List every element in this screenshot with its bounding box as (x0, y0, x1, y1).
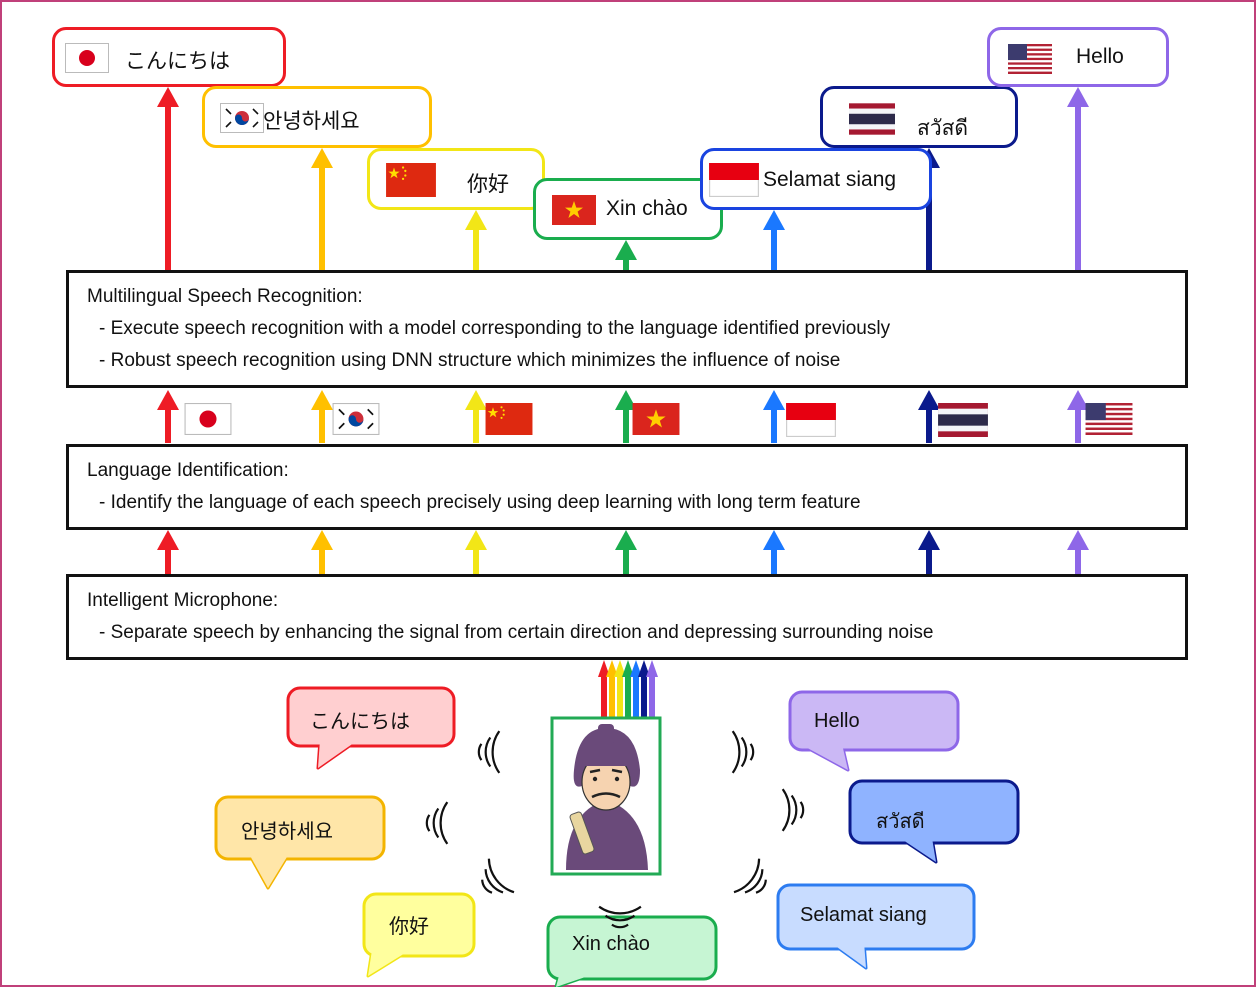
recognition-arrow-indonesian (763, 390, 785, 443)
language-identification-box: Language Identification: - Identify the … (66, 444, 1188, 530)
output-box-thai: สวัสดี (820, 86, 1018, 148)
output-arrow-chinese (465, 210, 487, 270)
sound-waves-5 (731, 730, 755, 774)
output-text-vietnamese: Xin chào (606, 197, 688, 220)
speech-bubble-chinese (362, 892, 476, 978)
identification-arrow-english (1067, 530, 1089, 574)
bubble-text-japanese: こんにちは (310, 711, 410, 733)
china-flag-icon (485, 403, 533, 435)
identification-arrow-thai (918, 530, 940, 574)
output-box-indonesian: Selamat siang (700, 148, 932, 210)
recognition-arrow-chinese (465, 390, 487, 443)
output-box-korean: 안녕하세요 (202, 86, 432, 148)
thailand-flag-icon (938, 403, 988, 437)
recognition-arrow-korean (311, 390, 333, 443)
output-text-english: Hello (1076, 45, 1124, 68)
japan-flag-icon (65, 43, 109, 73)
output-text-japanese: こんにちは (125, 50, 230, 73)
speaker-figure-icon (550, 716, 662, 876)
output-arrow-korean (311, 148, 333, 270)
speech-bubble-indonesian (776, 883, 976, 970)
recognition-arrow-vietnamese (615, 390, 637, 443)
vietnam-flag-icon (632, 403, 680, 435)
speech-bubble-english (788, 690, 960, 772)
output-arrow-japanese (157, 87, 179, 270)
speech-bubble-vietnamese (546, 915, 718, 987)
microphone-title: Intelligent Microphone: (87, 590, 279, 611)
recognition-line-1: - Execute speech recognition with a mode… (99, 318, 891, 339)
output-arrow-vietnamese (615, 240, 637, 270)
output-box-chinese: 你好 (367, 148, 545, 210)
bubble-text-thai: สวัสดี (876, 811, 925, 833)
speech-bubble-japanese (286, 686, 456, 770)
output-text-thai: สวัสดี (917, 117, 969, 140)
indonesia-flag-icon (709, 163, 759, 197)
thailand-flag-icon (849, 103, 895, 135)
recognition-arrow-japanese (157, 390, 179, 443)
identification-arrow-indonesian (763, 530, 785, 574)
recognition-arrow-thai (918, 390, 940, 443)
output-arrow-indonesian (763, 210, 785, 270)
output-box-japanese: こんにちは (52, 27, 286, 87)
south-korea-flag-icon (332, 403, 380, 435)
japan-flag-icon (184, 403, 232, 435)
identification-arrow-korean (311, 530, 333, 574)
output-text-korean: 안녕하세요 (263, 110, 360, 133)
identification-title: Language Identification: (87, 460, 289, 481)
sound-waves-2 (425, 801, 449, 845)
output-box-vietnamese: Xin chào (533, 178, 723, 240)
bubble-text-indonesian: Selamat siang (800, 904, 927, 926)
sound-waves-1 (477, 730, 501, 774)
recognition-arrow-english (1067, 390, 1089, 443)
recognition-line-2: - Robust speech recognition using DNN st… (99, 350, 841, 371)
sound-waves-6 (781, 788, 805, 832)
identification-arrow-chinese (465, 530, 487, 574)
multilingual-speech-recognition-box: Multilingual Speech Recognition: - Execu… (66, 270, 1188, 388)
identification-arrow-vietnamese (615, 530, 637, 574)
bubble-text-english: Hello (814, 710, 860, 732)
microphone-line-1: - Separate speech by enhancing the signa… (99, 622, 934, 643)
input-arrow-bundle (598, 660, 658, 717)
bubble-text-chinese: 你好 (389, 916, 429, 938)
intelligent-microphone-box: Intelligent Microphone: - Separate speec… (66, 574, 1188, 660)
indonesia-flag-icon (786, 403, 836, 437)
recognition-title: Multilingual Speech Recognition: (87, 286, 363, 307)
usa-flag-icon (1008, 44, 1052, 74)
sound-waves-4 (598, 905, 642, 929)
output-text-indonesian: Selamat siang (763, 168, 897, 191)
speech-bubble-thai (848, 779, 1020, 864)
speech-bubble-korean (214, 795, 386, 890)
output-box-english: Hello (987, 27, 1169, 87)
sound-waves-3 (481, 858, 515, 894)
south-korea-flag-icon (220, 103, 264, 133)
bubble-text-korean: 안녕하세요 (241, 821, 333, 843)
output-arrow-english (1067, 87, 1089, 270)
china-flag-icon (386, 163, 436, 197)
identification-arrow-japanese (157, 530, 179, 574)
vietnam-flag-icon (552, 195, 596, 225)
usa-flag-icon (1085, 403, 1133, 435)
sound-waves-7 (733, 858, 767, 894)
bubble-text-vietnamese: Xin chào (572, 933, 650, 955)
output-text-chinese: 你好 (467, 173, 509, 196)
identification-line-1: - Identify the language of each speech p… (99, 492, 861, 513)
